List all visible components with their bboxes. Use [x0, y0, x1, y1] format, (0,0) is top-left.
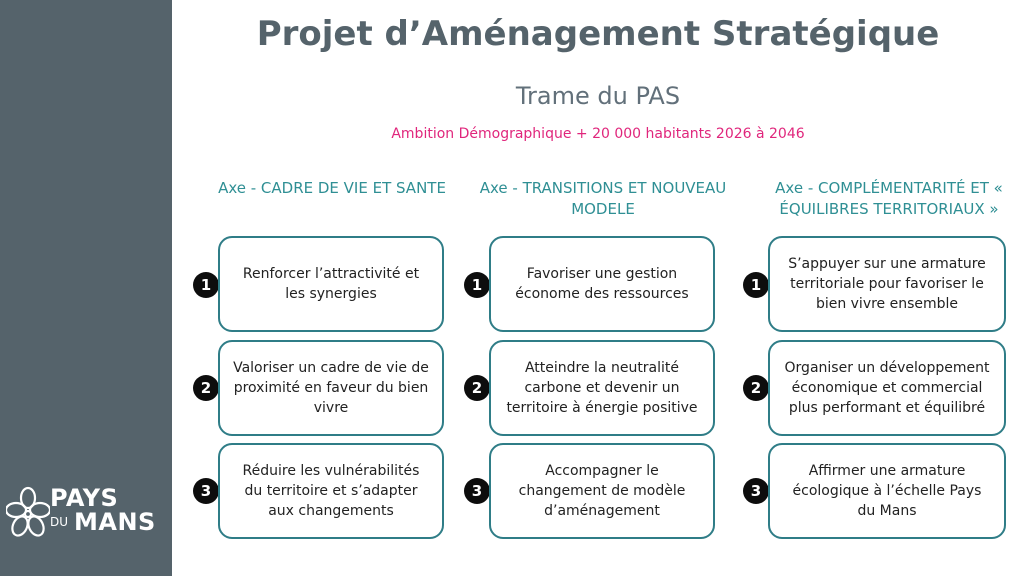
number-badge: 3 [743, 478, 769, 504]
axis-card: S’appuyer sur une armature territoriale … [768, 236, 1006, 332]
number-badge: 3 [193, 478, 219, 504]
axis-card: Organiser un développement économique et… [768, 340, 1006, 436]
axis-heading-complementarite: Axe - COMPLÉMENTARITÉ ET « ÉQUILIBRES TE… [775, 179, 1003, 218]
number-badge: 1 [464, 272, 490, 298]
axis-card: Favoriser une gestion économe des ressou… [489, 236, 715, 332]
number-badge: 2 [743, 375, 769, 401]
pays-du-mans-logo: PAYS DU MANS [6, 482, 166, 550]
axis-card: Accompagner le changement de modèle d’am… [489, 443, 715, 539]
axis-card: Réduire les vulnérabilités du territoire… [218, 443, 444, 539]
logo-pays-text: PAYS [50, 484, 119, 512]
ambition-line: Ambition Démographique + 20 000 habitant… [391, 126, 805, 142]
axis-heading-cadre-de-vie: Axe - CADRE DE VIE ET SANTE [218, 179, 446, 197]
number-badge: 1 [193, 272, 219, 298]
number-badge: 2 [193, 375, 219, 401]
flower-icon [6, 486, 50, 537]
axis-card: Renforcer l’attractivité et les synergie… [218, 236, 444, 332]
number-badge: 2 [464, 375, 490, 401]
page-title: Projet d’Aménagement Stratégique [256, 14, 940, 54]
number-badge: 1 [743, 272, 769, 298]
logo-mans-text: MANS [74, 508, 156, 536]
axis-card: Valoriser un cadre de vie de proximité e… [218, 340, 444, 436]
page-subtitle: Trame du PAS [515, 82, 681, 110]
sidebar: PAYS DU MANS [0, 0, 172, 576]
number-badge: 3 [464, 478, 490, 504]
axis-card: Atteindre la neutralité carbone et deven… [489, 340, 715, 436]
axis-heading-transitions: Axe - TRANSITIONS ET NOUVEAU MODELE [479, 179, 727, 218]
logo-du-text: DU [50, 515, 69, 529]
axis-card: Affirmer une armature écologique à l’éch… [768, 443, 1006, 539]
